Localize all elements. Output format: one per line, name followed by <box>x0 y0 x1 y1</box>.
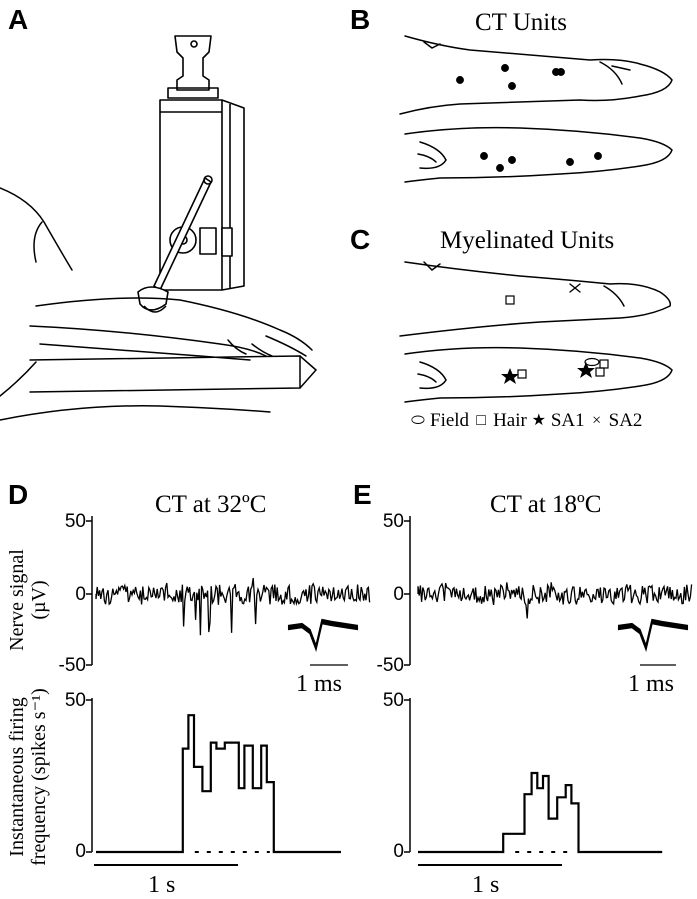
ellipse-icon: ⬭ <box>411 412 425 429</box>
legend-label-hair: Hair <box>493 410 527 431</box>
e-scale-s-label: 1 s <box>472 872 500 898</box>
panel-label-e: E <box>353 479 372 510</box>
ct-unit-dot <box>508 82 516 90</box>
hair-unit-marker <box>505 295 515 305</box>
e-spike-waveform <box>617 618 689 653</box>
panel-e-title: CT at 18ºC <box>490 491 602 518</box>
panel-label-d: D <box>8 479 29 510</box>
panel-label-c: C <box>350 224 371 255</box>
ct-unit-dot <box>557 68 565 76</box>
d-scale-ms-label: 1 ms <box>296 671 343 697</box>
forearm-drawing <box>0 187 318 421</box>
hair-unit-marker <box>517 369 527 379</box>
legend-label-field: Field <box>430 410 470 431</box>
ct-unit-dot <box>508 156 516 164</box>
panel-c-title: Myelinated Units <box>440 227 615 254</box>
e-nerve-trace <box>417 582 693 619</box>
panel-d-title: CT at 32ºC <box>155 491 267 518</box>
e-nerve-tick-minus50: -50 <box>376 655 404 676</box>
sa2-unit-marker <box>569 283 581 293</box>
d-firing-frequency-line <box>96 714 341 854</box>
hair-unit-marker <box>595 367 605 377</box>
e-nerve-tick-50: 50 <box>382 511 404 532</box>
panel-b-arms <box>399 35 673 183</box>
ct-unit-dot <box>480 152 488 160</box>
hair-unit-marker <box>599 359 609 369</box>
legend-label-sa1: SA1 <box>550 410 585 431</box>
field-unit-marker <box>584 357 600 367</box>
panel-d-axes <box>86 516 348 866</box>
sa1-unit-marker <box>501 368 519 384</box>
ct-unit-dot <box>456 76 464 84</box>
legend-label-sa2: SA2 <box>608 410 643 431</box>
d-nerve-tick-minus50: -50 <box>58 655 86 676</box>
d-scale-s-label: 1 s <box>148 872 176 898</box>
panel-e-axes <box>404 516 676 866</box>
e-freq-tick-0: 0 <box>393 841 404 862</box>
units-legend: ⬭ Field □ Hair ★ SA1 × SA2 <box>410 410 642 432</box>
stimulator-drawing <box>137 35 245 313</box>
ct-unit-dot <box>566 158 574 166</box>
e-freq-tick-50: 50 <box>382 690 404 711</box>
d-spike-waveform <box>287 618 359 653</box>
sa1-unit-marker <box>577 362 595 378</box>
panel-b-title: CT Units <box>475 9 567 36</box>
star-icon: ★ <box>531 412 546 429</box>
panel-label-a: A <box>8 4 29 35</box>
e-firing-frequency-line <box>418 771 663 854</box>
d-nerve-tick-50: 50 <box>64 511 86 532</box>
ct-unit-dot <box>594 152 602 160</box>
square-icon: □ <box>476 412 486 429</box>
ct-unit-dot <box>501 64 509 72</box>
d-freq-tick-50: 50 <box>64 690 86 711</box>
panel-label-b: B <box>350 4 371 35</box>
ct-unit-dot <box>496 164 504 172</box>
e-nerve-tick-0: 0 <box>393 584 404 605</box>
d-nerve-tick-0: 0 <box>75 584 86 605</box>
e-scale-ms-label: 1 ms <box>628 671 675 697</box>
panel-c-arms <box>399 261 673 403</box>
cross-icon: × <box>592 412 602 429</box>
d-nerve-trace <box>95 578 371 636</box>
d-freq-tick-0: 0 <box>75 841 86 862</box>
